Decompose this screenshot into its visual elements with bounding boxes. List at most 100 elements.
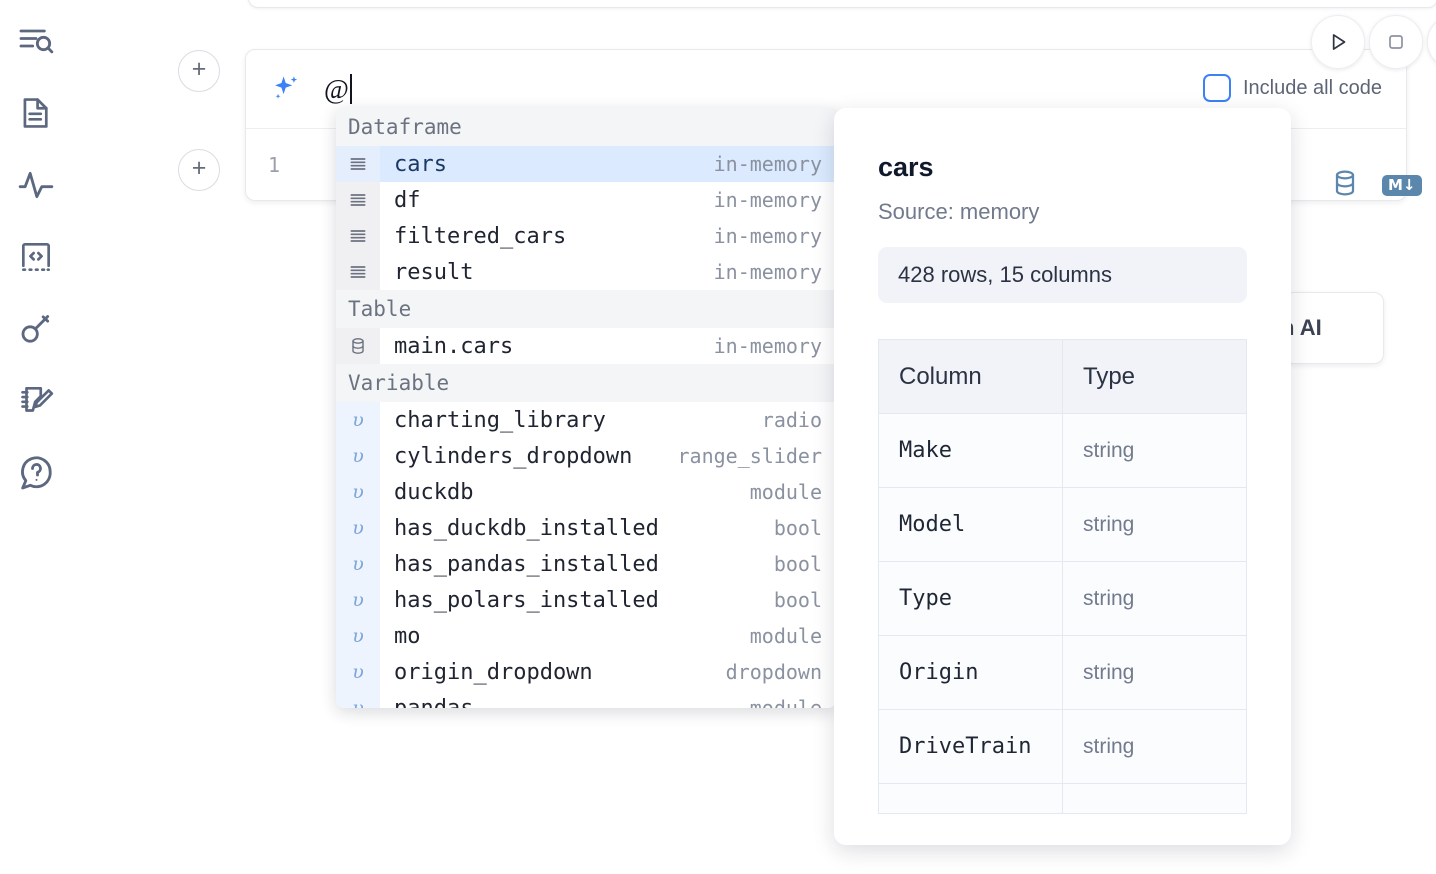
autocomplete-item-type: radio [761, 408, 822, 432]
variable-icon: υ [336, 618, 380, 654]
ai-prompt-value: @ [324, 73, 349, 104]
autocomplete-item-type: in-memory [713, 152, 822, 176]
cell-column-type: string [1062, 487, 1247, 562]
table-database-icon [336, 328, 380, 364]
chat-with-ai-button[interactable]: h AI [1284, 292, 1384, 364]
table-header-row: Column Type [878, 339, 1247, 414]
autocomplete-item-name: charting_library [394, 407, 606, 433]
database-icon[interactable] [1330, 168, 1360, 203]
more-options-button[interactable] [1427, 15, 1436, 69]
preview-stats-badge: 428 rows, 15 columns [878, 247, 1247, 303]
cell-column-name [878, 783, 1063, 814]
include-all-code-label: Include all code [1243, 76, 1382, 99]
autocomplete-item-type: module [749, 624, 822, 648]
autocomplete-item-name: mo [394, 623, 421, 649]
text-caret [349, 74, 352, 104]
autocomplete-item-type: dropdown [725, 660, 822, 684]
autocomplete-item-type: bool [773, 588, 822, 612]
autocomplete-item-name: duckdb [394, 479, 474, 505]
variable-icon: υ [336, 546, 380, 582]
autocomplete-group-header: Table [336, 290, 836, 328]
autocomplete-item-name: filtered_cars [394, 223, 567, 249]
variable-icon: υ [336, 654, 380, 690]
cell-column-type: string [1062, 561, 1247, 636]
autocomplete-item-type: bool [773, 552, 822, 576]
autocomplete-item-type: module [749, 480, 822, 504]
cell-column-name: Make [878, 413, 1063, 488]
sparkle-ai-icon [275, 76, 298, 99]
explore-search-icon[interactable] [13, 18, 59, 64]
include-all-code-toggle[interactable]: Include all code [1203, 74, 1382, 102]
autocomplete-item-type: module [749, 696, 822, 708]
markdown-badge[interactable]: M↓ [1382, 175, 1422, 196]
add-cell-below-button[interactable]: + [178, 149, 220, 191]
left-icon-rail [0, 0, 72, 874]
cell-column-type [1062, 783, 1247, 814]
activity-pulse-icon[interactable] [13, 162, 59, 208]
autocomplete-item-type: in-memory [713, 334, 822, 358]
cell-column-type: string [1062, 635, 1247, 710]
cell-column-name: Model [878, 487, 1063, 562]
ai-prompt-input[interactable]: @ [324, 69, 1406, 109]
autocomplete-item[interactable]: υ cylinders_dropdown range_slider [336, 438, 836, 474]
header-column: Column [878, 339, 1063, 414]
add-cell-above-button[interactable]: + [178, 50, 220, 92]
autocomplete-item-type: in-memory [713, 224, 822, 248]
notebook-edit-icon[interactable] [13, 378, 59, 424]
stop-cell-button[interactable] [1369, 15, 1423, 69]
autocomplete-item-name: df [394, 187, 421, 213]
previous-cell [248, 0, 1436, 8]
cell-column-type: string [1062, 413, 1247, 488]
variable-icon: υ [336, 510, 380, 546]
autocomplete-item[interactable]: result in-memory [336, 254, 836, 290]
ai-prompt-row: @ [246, 50, 1406, 128]
autocomplete-item-name: cylinders_dropdown [394, 443, 633, 469]
autocomplete-item-name: has_duckdb_installed [394, 515, 659, 541]
variable-icon: υ [336, 474, 380, 510]
help-question-icon[interactable] [13, 450, 59, 496]
include-all-code-checkbox[interactable] [1203, 74, 1231, 102]
plus-icon: + [191, 55, 207, 83]
dataframe-icon [336, 146, 380, 182]
autocomplete-group-header: Variable [336, 364, 836, 402]
autocomplete-item[interactable]: filtered_cars in-memory [336, 218, 836, 254]
dataframe-icon [336, 218, 380, 254]
key-secrets-icon[interactable] [13, 306, 59, 352]
dataframe-icon [336, 254, 380, 290]
autocomplete-item[interactable]: cars in-memory [336, 146, 836, 182]
autocomplete-item[interactable]: main.cars in-memory [336, 328, 836, 364]
run-cell-button[interactable] [1311, 15, 1365, 69]
variable-icon: υ [336, 690, 380, 708]
cell-column-name: Origin [878, 635, 1063, 710]
plus-icon: + [191, 154, 207, 182]
autocomplete-item-type: range_slider [677, 444, 823, 468]
preview-source: Source: memory [878, 199, 1040, 224]
file-document-icon[interactable] [13, 90, 59, 136]
line-number: 1 [267, 152, 281, 177]
chat-with-ai-label: h AI [1284, 315, 1322, 340]
preview-title: cars [878, 152, 934, 182]
autocomplete-item-name: main.cars [394, 333, 514, 359]
code-snippet-icon[interactable] [13, 234, 59, 280]
autocomplete-item-type: in-memory [713, 260, 822, 284]
output-toolbar: M↓ [1330, 168, 1422, 203]
autocomplete-group-header: Dataframe [336, 108, 836, 146]
autocomplete-item-name: result [394, 259, 474, 285]
variable-icon: υ [336, 438, 380, 474]
autocomplete-item-name: cars [394, 151, 447, 177]
